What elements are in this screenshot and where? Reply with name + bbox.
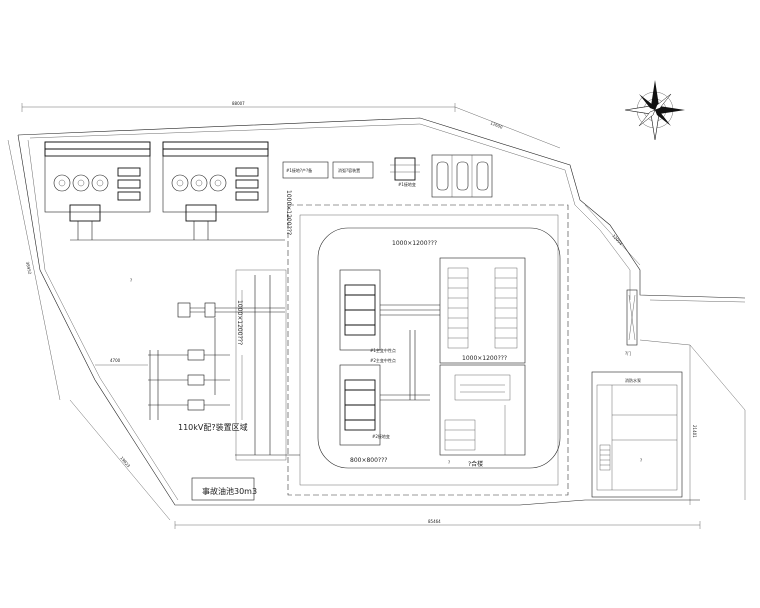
label-box-garage-1: #1接地?产?备	[282, 161, 329, 179]
label-box-garage-2: 消弧?容装置	[332, 161, 374, 179]
dim-right-text: 21401	[692, 425, 697, 438]
gate-text: ?门	[625, 350, 631, 356]
dim-mid-text: 4700	[110, 358, 121, 363]
inner-fence	[299, 214, 559, 486]
accident-pool-text: 事故油池30m3	[202, 486, 257, 496]
transformer-1-note: #1主变中性点	[370, 347, 396, 353]
fire-pump-text: 消防水泵	[625, 377, 641, 383]
site-boundary	[17, 117, 746, 506]
parking-area	[431, 154, 493, 198]
yard-note-text: ?	[130, 278, 132, 283]
dimension-bottom: 85464	[174, 519, 701, 529]
bus-right-text: 1000×1200???	[462, 355, 507, 362]
bus-vertical-left-text: 1000×1200???	[285, 190, 292, 235]
capacitor-building-1	[44, 141, 151, 240]
dimension-left-lower: 19823	[69, 399, 171, 521]
dimension-right: 21401	[689, 345, 697, 505]
ring-road	[317, 227, 561, 469]
car-icon	[436, 161, 489, 191]
inner-fence-dashed	[287, 204, 569, 496]
capacitor-building-2	[162, 141, 269, 240]
station-transformer-text: #1接地变	[398, 181, 416, 187]
transformer-2-small-text: #2接地变	[372, 433, 390, 439]
accident-oil-pool: 事故油池30m3	[191, 477, 257, 501]
main-transformer-2: #2主变中性点 #2接地变	[339, 330, 430, 446]
dim-left-text: 38952	[25, 261, 33, 275]
transformer-2-note: #2主变中性点	[370, 357, 396, 363]
fire-pump-building: 消防水泵 ?	[591, 371, 683, 498]
site-gate: ?门	[625, 289, 638, 356]
dimension-top-right: 12600	[454, 106, 561, 149]
dim-top-text: 88007	[232, 101, 245, 106]
main-transformer-1: #1主变中性点	[339, 269, 440, 353]
dimension-top: 88007	[21, 101, 456, 112]
dim-right-slant-text: 12004	[611, 233, 624, 246]
switchyard-text: 110kV配?装置区域	[178, 422, 248, 432]
bus-bottom-text: 800×800???	[350, 457, 388, 464]
switchgear-room: 1000×1200???	[439, 257, 526, 364]
garage-2-text: 消弧?容装置	[338, 167, 360, 173]
dimension-left: 38952	[7, 139, 61, 401]
integrated-building: ? ?合楼	[439, 364, 526, 468]
fan-icon	[53, 174, 109, 192]
dim-top-right-text: 12600	[490, 120, 504, 130]
dimension-right-slant: 12004	[584, 204, 641, 266]
building-note-text: ?	[448, 460, 450, 465]
bus-top-text: 1000×1200???	[392, 240, 437, 247]
dim-bottom-text: 85464	[428, 519, 441, 524]
bus-vertical-mid-text: 1000×1200???	[236, 300, 243, 345]
switchyard-110kv: 4700 ? 110kV配?装置区域 1000×1200???	[95, 269, 300, 461]
garage-1-text: #1接地?产?备	[286, 167, 312, 173]
compass-rose-icon	[624, 80, 685, 141]
station-transformer: #1接地变	[390, 157, 420, 187]
tank-note-text: ?	[640, 458, 642, 463]
road-label-text: ?合楼	[468, 460, 483, 468]
